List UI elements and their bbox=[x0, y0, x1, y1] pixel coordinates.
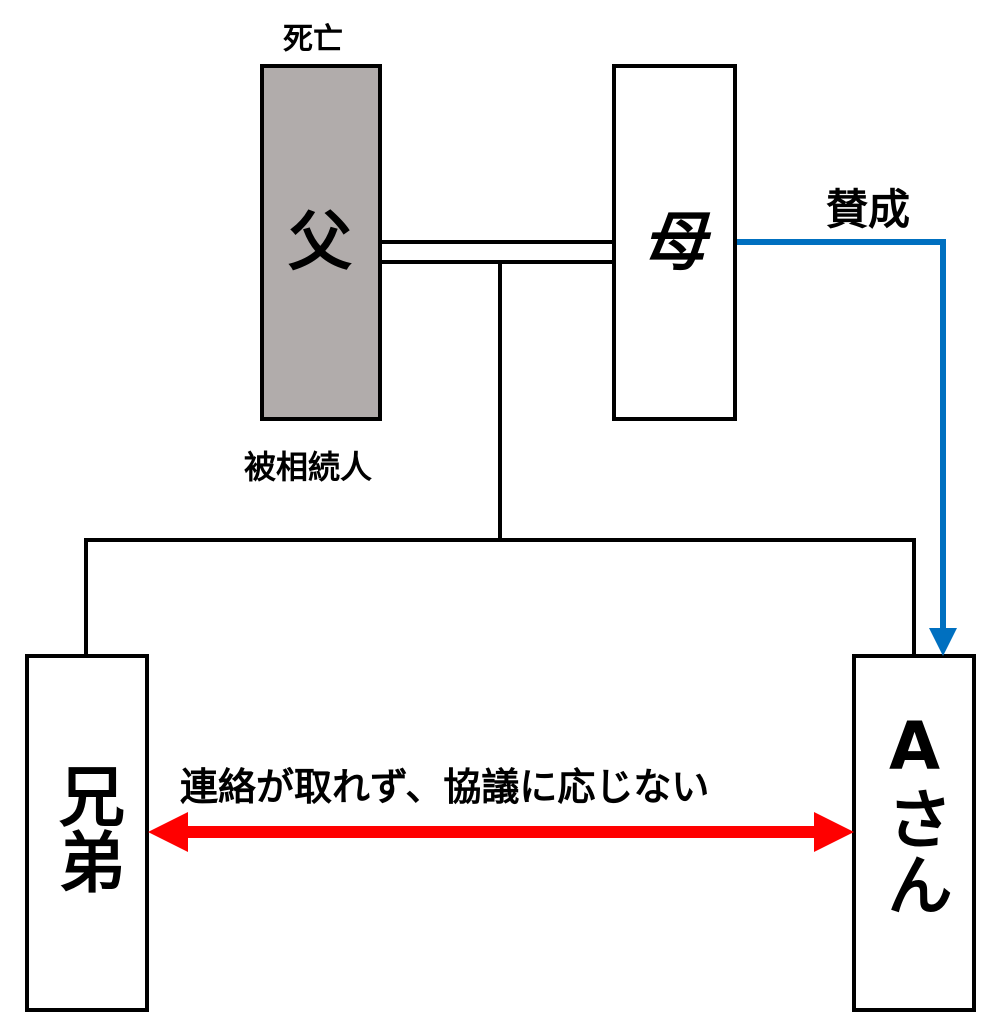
sibling-box bbox=[25, 654, 149, 1012]
mother-label: 母 bbox=[642, 206, 706, 280]
father-box bbox=[260, 64, 382, 421]
agreement-label: 賛成 bbox=[826, 185, 911, 234]
father-status-label: 死亡 bbox=[283, 22, 343, 57]
father-role-label: 被相続人 bbox=[244, 448, 373, 486]
mother-box bbox=[612, 64, 737, 421]
father-label: 父 bbox=[288, 206, 352, 280]
conflict-label: 連絡が取れず、協議に応じない bbox=[180, 765, 710, 809]
conflict-arrowhead-left bbox=[148, 812, 188, 852]
a-san-box bbox=[852, 654, 976, 1012]
a-san-label: Aさん bbox=[876, 708, 953, 917]
agreement-arrow bbox=[737, 239, 946, 628]
sibling-label: 兄弟 bbox=[48, 762, 125, 894]
agreement-arrowhead bbox=[929, 628, 957, 656]
conflict-arrowhead-right bbox=[814, 812, 854, 852]
